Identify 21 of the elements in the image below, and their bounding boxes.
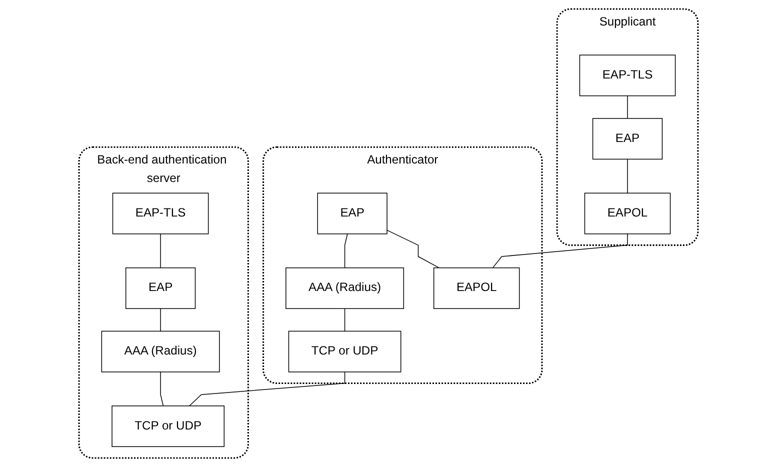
connector	[160, 234, 161, 268]
node-box: EAP-TLS	[112, 192, 209, 234]
node-box: EAP	[317, 192, 388, 234]
node-box: AAA (Radius)	[101, 330, 220, 372]
connector	[627, 158, 628, 194]
node-box: EAP	[592, 118, 663, 160]
connector	[386, 230, 440, 268]
node-box: TCP or UDP	[112, 406, 225, 447]
connector	[160, 372, 164, 406]
connector	[160, 308, 161, 332]
node-box: EAP	[125, 267, 196, 309]
connector	[492, 234, 628, 268]
node-box: TCP or UDP	[288, 330, 402, 372]
node-box: EAPOL	[433, 267, 520, 309]
node-box: AAA (Radius)	[286, 267, 404, 309]
node-box: EAP-TLS	[579, 54, 676, 96]
node-box: EAPOL	[584, 192, 671, 234]
connector	[344, 308, 346, 332]
connector	[344, 234, 348, 268]
connector	[189, 372, 346, 406]
connector	[627, 95, 628, 119]
